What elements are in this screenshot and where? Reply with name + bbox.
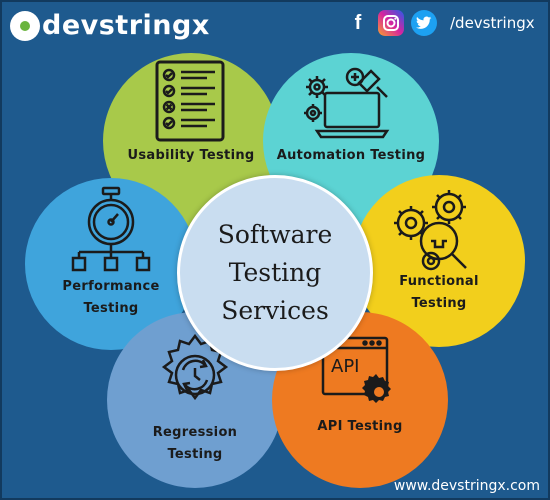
usability-testing-label: Usability Testing — [127, 148, 255, 163]
center-line-1: Software — [217, 220, 333, 249]
center-line-3: Services — [221, 296, 329, 325]
social-handle[interactable]: /devstringx — [450, 14, 535, 32]
api-testing-circle[interactable]: API API Testing — [272, 312, 448, 488]
footer-url[interactable]: www.devstringx.com — [393, 478, 540, 494]
instagram-icon[interactable] — [378, 10, 404, 36]
facebook-icon[interactable]: f — [345, 10, 371, 36]
api-window-icon: API — [317, 334, 403, 414]
api-testing-label: API Testing — [317, 419, 403, 434]
regression-testing-label: Regression Testing — [152, 425, 238, 462]
stopwatch-icon — [65, 186, 157, 274]
performance-testing-label: Performance Testing — [62, 279, 160, 316]
logo-mark-icon — [10, 10, 40, 41]
center-title-circle: Software Testing Services — [177, 175, 373, 371]
laptop-gears-icon — [303, 65, 399, 145]
gears-magnifier-icon — [393, 185, 485, 271]
functional-testing-label: Functional Testing — [399, 274, 479, 311]
checklist-icon — [153, 59, 229, 143]
social-links: f /devstringx — [345, 10, 535, 36]
center-line-2: Testing — [228, 258, 322, 287]
brand-logo[interactable]: devstringx — [10, 10, 210, 41]
brand-name: devstringx — [42, 10, 210, 41]
api-text: API — [331, 356, 360, 377]
gear-cycle-icon — [152, 332, 238, 418]
automation-testing-label: Automation Testing — [276, 148, 426, 163]
twitter-icon[interactable] — [411, 10, 437, 36]
